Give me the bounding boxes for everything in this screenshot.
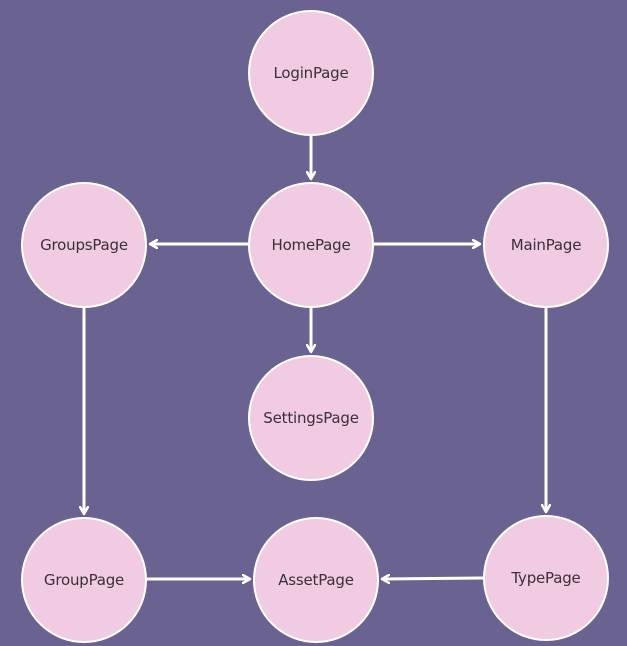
node-main-page[interactable]: MainPage (483, 182, 609, 308)
node-label: LoginPage (273, 64, 349, 82)
edge-type-to-asset (382, 578, 484, 579)
node-label: MainPage (510, 236, 582, 254)
node-group-page[interactable]: GroupPage (21, 517, 147, 643)
node-label: HomePage (271, 236, 351, 254)
node-label: GroupsPage (40, 236, 128, 254)
node-label: SettingsPage (263, 409, 359, 427)
node-groups-page[interactable]: GroupsPage (21, 182, 147, 308)
node-label: TypePage (511, 569, 581, 587)
node-login-page[interactable]: LoginPage (248, 10, 374, 136)
node-label: GroupPage (43, 571, 125, 589)
node-home-page[interactable]: HomePage (248, 182, 374, 308)
node-settings-page[interactable]: SettingsPage (248, 355, 374, 481)
node-label: AssetPage (278, 571, 354, 589)
node-asset-page[interactable]: AssetPage (253, 517, 379, 643)
node-type-page[interactable]: TypePage (483, 515, 609, 641)
